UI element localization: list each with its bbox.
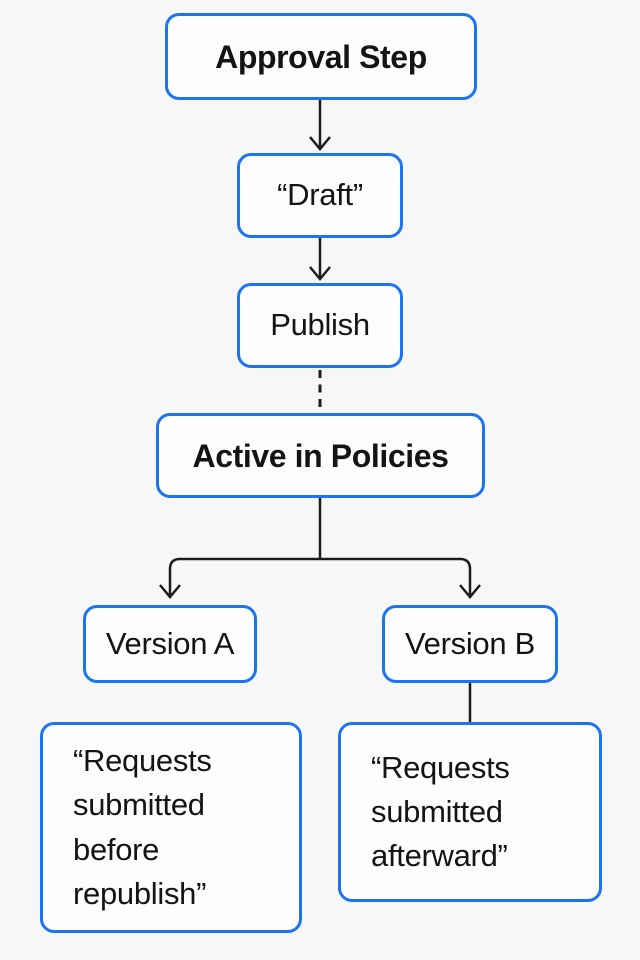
node-version-b: Version B	[382, 605, 558, 683]
node-active-in-policies-label: Active in Policies	[192, 437, 449, 474]
node-version-b-label: Version B	[405, 625, 535, 661]
node-approval-step-label: Approval Step	[215, 38, 427, 75]
connector-draft-to-publish	[309, 238, 331, 281]
node-requests-afterward: “Requests submitted afterward”	[338, 722, 602, 902]
node-version-a-label: Version A	[105, 625, 235, 661]
node-requests-afterward-label: “Requests submitted afterward”	[371, 749, 510, 873]
node-approval-step: Approval Step	[165, 13, 477, 100]
node-publish-label: Publish	[270, 307, 370, 343]
node-requests-before-republish: “Requests submitted before republish”	[40, 722, 302, 933]
node-version-a: Version A	[83, 605, 257, 683]
connector-active-branch	[159, 498, 481, 599]
node-draft: “Draft”	[237, 153, 403, 238]
node-publish: Publish	[237, 283, 403, 368]
connector-approval-to-draft	[309, 100, 331, 151]
node-requests-before-republish-label: “Requests submitted before republish”	[73, 743, 212, 911]
node-draft-label: “Draft”	[277, 177, 363, 213]
node-active-in-policies: Active in Policies	[156, 413, 485, 498]
